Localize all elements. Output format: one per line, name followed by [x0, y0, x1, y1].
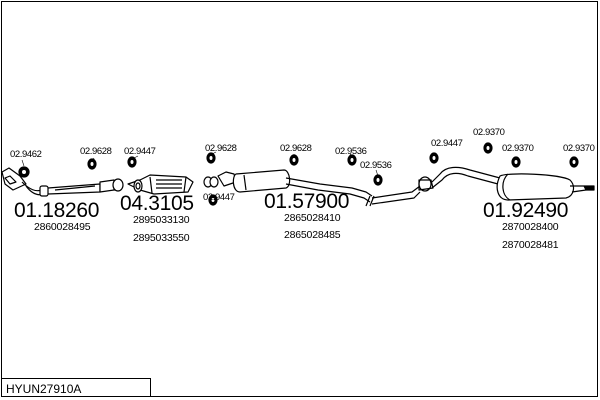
gaskets-and-clamps — [18, 142, 579, 206]
oem-number: 2865028485 — [284, 229, 341, 241]
model-code: HYUN27910A — [6, 382, 82, 396]
part-ref-label: 02.9370 — [563, 143, 595, 154]
oem-number: 2895033130 — [133, 214, 190, 226]
oem-number: 2870028481 — [502, 239, 559, 251]
part-ref-label: 02.9628 — [80, 146, 112, 157]
part-number: 01.18260 — [14, 199, 100, 222]
oem-number: 2895033550 — [133, 232, 190, 244]
part-ref-label: 02.9536 — [335, 146, 367, 157]
part-number: 04.3105 — [120, 192, 194, 215]
part-ref-label: 02.9536 — [360, 160, 392, 171]
rear-silencer-part — [431, 166, 595, 201]
part-number: 01.57900 — [264, 190, 350, 213]
part-ref-label: 02.9370 — [502, 143, 534, 154]
part-ref-label: 02.9447 — [203, 192, 235, 203]
oem-number: 2860028495 — [34, 221, 91, 233]
part-ref-label: 02.9447 — [431, 138, 463, 149]
part-ref-label: 02.9628 — [205, 143, 237, 154]
part-ref-label: 02.9628 — [280, 143, 312, 154]
model-code-box: HYUN27910A — [1, 378, 151, 397]
centre-silencer-part — [217, 169, 421, 207]
part-ref-label: 02.9370 — [473, 127, 505, 138]
part-ref-label: 02.9462 — [10, 149, 42, 160]
part-ref-label: 02.9447 — [124, 146, 156, 157]
front-pipe-part — [1, 167, 123, 197]
catalytic-converter-part — [127, 174, 194, 195]
oem-number: 2865028410 — [284, 212, 341, 224]
oem-number: 2870028400 — [502, 221, 559, 233]
label-pointers — [21, 151, 379, 197]
part-number: 01.92490 — [483, 199, 569, 222]
